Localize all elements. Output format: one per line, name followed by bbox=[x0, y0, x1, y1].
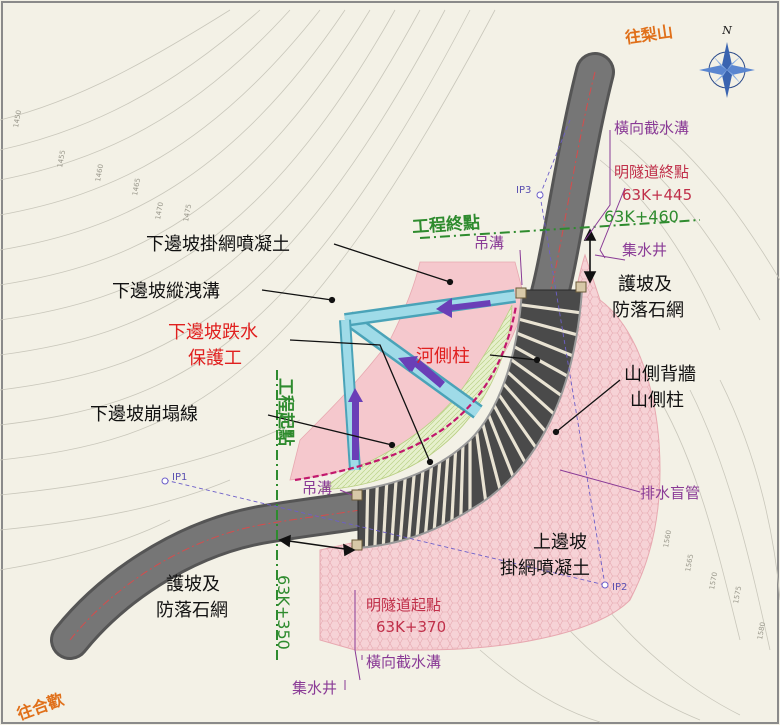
tunnel-rib bbox=[364, 488, 370, 548]
callout-lower-slope-drain: 下邊坡縱洩溝 bbox=[112, 281, 220, 302]
tunnel-rib bbox=[432, 462, 442, 530]
callout-drop-protection-2: 保護工 bbox=[188, 348, 242, 369]
tunnel-rib bbox=[381, 484, 389, 545]
callout-slope-protection-bottom-2: 防落石網 bbox=[156, 600, 228, 621]
north-letter: N bbox=[721, 24, 732, 37]
tunnel-rib bbox=[481, 424, 502, 490]
callout-upper-slope-2: 掛網噴凝土 bbox=[500, 558, 590, 579]
contour-number: 1455 bbox=[56, 149, 67, 168]
north-arrow-icon bbox=[699, 42, 755, 98]
leader-lines bbox=[261, 243, 621, 466]
tunnel-rib bbox=[398, 478, 407, 542]
contour-number: 1470 bbox=[154, 201, 165, 220]
tunnel-ribs bbox=[364, 303, 581, 548]
callout-collapse-line: 下邊坡崩塌線 bbox=[90, 404, 198, 425]
contour-number: 1565 bbox=[684, 553, 695, 572]
callout-hanging-ditch-top: 吊溝 bbox=[474, 234, 504, 252]
tunnel-end-label: 明隧道終點 bbox=[614, 163, 689, 181]
tunnel-end-value: 63K+445 bbox=[622, 186, 692, 204]
callout-drain-pipe: 排水盲管 bbox=[640, 484, 700, 502]
callout-drop-protection-1: 下邊坡跌水 bbox=[168, 322, 258, 343]
callout-upper-slope-1: 上邊坡 bbox=[533, 532, 587, 553]
tunnel-rib bbox=[475, 432, 488, 501]
catch-basin-bottom-2 bbox=[351, 539, 363, 551]
callout-mountain-wall-2: 山側柱 bbox=[630, 390, 684, 411]
tunnel-inner-edge bbox=[357, 289, 523, 491]
flow-arrows bbox=[348, 298, 491, 460]
callout-lower-slope-shotcrete: 下邊坡掛網噴凝土 bbox=[146, 234, 290, 255]
tunnel-rib bbox=[516, 331, 574, 358]
callout-slope-protection-top-1: 護坡及 bbox=[618, 274, 672, 295]
tunnel-rib bbox=[513, 345, 569, 378]
flow-arrow-icon bbox=[352, 400, 359, 460]
control-point-ip3: IP3 bbox=[516, 185, 531, 196]
start-station-value: 63K+350 bbox=[274, 575, 293, 650]
tunnel-rib bbox=[518, 317, 578, 337]
tunnel-rib bbox=[424, 466, 433, 533]
contour-number: 1560 bbox=[662, 529, 673, 548]
tunnel-start-label: 明隧道起點 bbox=[366, 596, 441, 614]
contour-number: 1475 bbox=[182, 203, 193, 222]
end-station-value: 63K+460 bbox=[604, 207, 679, 226]
tunnel-rib bbox=[459, 446, 465, 516]
catch-basin-bottom bbox=[351, 489, 363, 501]
callout-catch-basin-top: 集水井 bbox=[622, 241, 667, 259]
control-point-ip1: IP1 bbox=[172, 472, 187, 483]
callout-catch-basin-bottom: 集水井 bbox=[292, 679, 337, 697]
control-point-icon bbox=[601, 581, 609, 589]
contour-number: 1460 bbox=[94, 163, 105, 182]
flow-arrow-icon bbox=[440, 300, 491, 312]
callout-cross-ditch-bottom: 橫向截水溝 bbox=[366, 653, 441, 671]
tunnel-start-value: 63K+370 bbox=[376, 618, 446, 636]
tunnel-rib bbox=[390, 481, 398, 544]
purple-leaders bbox=[339, 130, 641, 690]
tunnel-rib bbox=[407, 474, 416, 539]
contour-number: 1570 bbox=[708, 571, 719, 590]
callout-slope-protection-top-2: 防落石網 bbox=[612, 300, 684, 321]
control-point-icon bbox=[536, 191, 544, 199]
tunnel-outer-edge bbox=[357, 289, 583, 549]
contour-number: 1465 bbox=[131, 177, 142, 196]
flow-arrow-icon bbox=[348, 388, 363, 402]
callout-cross-ditch-top: 橫向截水溝 bbox=[614, 119, 689, 137]
tunnel-rib bbox=[450, 451, 458, 521]
contour-lines bbox=[0, 9, 780, 723]
tunnel-rib bbox=[502, 382, 547, 433]
tunnel-rib bbox=[492, 404, 527, 464]
alignment-tangents bbox=[164, 119, 606, 586]
control-point-icon bbox=[161, 477, 169, 485]
end-station-label: 工程終點 bbox=[411, 212, 480, 238]
flow-arrow-icon bbox=[436, 298, 452, 318]
end-station-line bbox=[419, 219, 701, 239]
flow-arrow-icon bbox=[405, 360, 445, 388]
tunnel-rib bbox=[373, 486, 379, 547]
dimension-arrows bbox=[278, 228, 597, 557]
callout-mountain-wall-1: 山側背牆 bbox=[624, 364, 696, 385]
tunnel-rib bbox=[497, 394, 537, 449]
catch-basin-top bbox=[515, 287, 527, 299]
collapse-line bbox=[294, 305, 518, 482]
tunnel-rib bbox=[415, 471, 425, 536]
tunnel-rib bbox=[487, 414, 515, 477]
callout-river-column: 河側柱 bbox=[416, 346, 470, 367]
tunnel-rib bbox=[510, 358, 563, 397]
control-point-ip2: IP2 bbox=[612, 582, 627, 593]
contour-number: 1575 bbox=[732, 585, 743, 604]
contour-number: 1450 bbox=[12, 109, 23, 128]
tunnel-rib bbox=[506, 370, 555, 415]
start-station-label: 工程起點 bbox=[275, 378, 296, 446]
contour-number: 1580 bbox=[756, 621, 767, 640]
callout-slope-protection-bottom-1: 護坡及 bbox=[166, 574, 220, 595]
tunnel-rib bbox=[441, 457, 450, 526]
control-point-markers bbox=[161, 191, 609, 589]
callout-hanging-ditch-left: 吊溝 bbox=[302, 479, 332, 497]
contour-numbers: 1450 1455 1460 1465 1470 1475 1560 1565 … bbox=[12, 109, 767, 640]
tunnel-rib bbox=[520, 303, 581, 315]
catch-basin-top-right bbox=[575, 281, 587, 293]
flow-arrow-icon bbox=[398, 356, 418, 372]
